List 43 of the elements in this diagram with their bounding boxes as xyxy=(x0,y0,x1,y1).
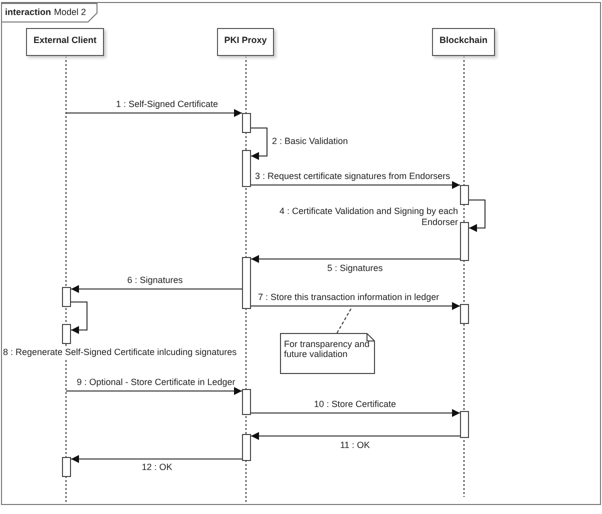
activation-bar xyxy=(242,257,251,309)
message-label: 10 : Store Certificate xyxy=(312,399,398,410)
message-label: 7 : Store this transaction information in ledger xyxy=(258,292,440,303)
message-arrow xyxy=(70,285,242,293)
participant-box: PKI Proxy xyxy=(217,28,274,56)
activation-bar xyxy=(242,389,251,415)
activation-bar xyxy=(460,304,469,324)
self-message-arrow xyxy=(70,302,88,334)
participant-box: Blockchain xyxy=(432,28,495,56)
activation-bar xyxy=(62,324,71,344)
message-label: 12 : OK xyxy=(140,462,174,473)
self-message-arrow xyxy=(468,200,486,232)
message-label: 3 : Request certificate signatures from Endorsers xyxy=(255,171,450,182)
activation-bar xyxy=(62,287,71,307)
message-label: 11 : OK xyxy=(339,440,371,451)
activation-bar xyxy=(460,411,469,438)
note-connector xyxy=(336,306,352,334)
message-arrow xyxy=(250,255,460,263)
activation-bar xyxy=(460,185,469,205)
message-arrow xyxy=(70,455,242,463)
message-label: 1 : Self-Signed Certificate xyxy=(116,99,216,110)
message-label: 8 : Regenerate Self-Signed Certificate inlcuding signatures xyxy=(3,347,239,358)
frame-title: Model 2 xyxy=(54,7,86,17)
self-message-arrow xyxy=(250,128,268,160)
note: For transparency and future validation xyxy=(280,333,375,374)
frame-keyword: interaction xyxy=(5,7,52,17)
interaction-frame xyxy=(1,2,601,505)
activation-bar xyxy=(242,434,251,461)
message-arrow xyxy=(250,409,460,417)
message-arrow xyxy=(66,109,242,117)
message-arrow xyxy=(250,432,460,440)
activation-bar xyxy=(242,113,251,133)
message-arrow xyxy=(66,387,242,395)
participant-box: External Client xyxy=(26,28,104,56)
message-label: 5 : Signatures xyxy=(326,263,384,274)
activation-bar xyxy=(460,222,469,261)
message-label: 9 : Optional - Store Certificate in Ledger xyxy=(76,377,236,388)
activation-bar xyxy=(62,457,71,477)
message-arrow xyxy=(250,302,460,310)
activation-bar xyxy=(242,150,251,187)
message-label: 6 : Signatures xyxy=(126,275,184,286)
message-arrow xyxy=(250,181,460,189)
message-label: 2 : Basic Validation xyxy=(272,136,348,147)
